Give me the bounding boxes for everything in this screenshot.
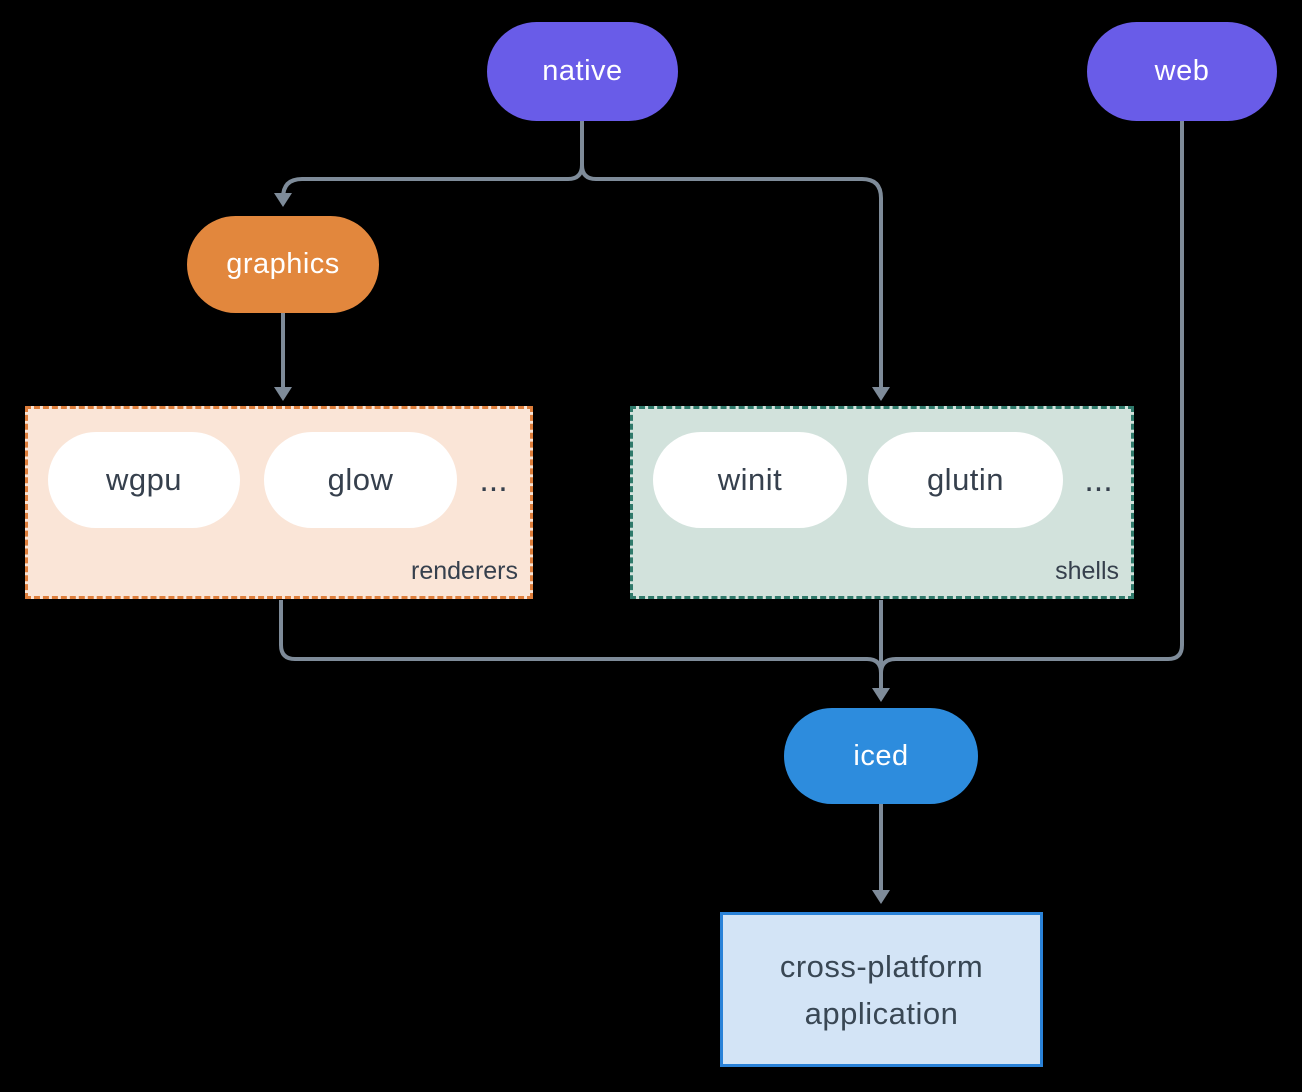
node-graphics: graphics <box>187 216 379 313</box>
node-native-label: native <box>542 55 623 87</box>
node-glutin-label: glutin <box>926 462 1005 497</box>
application-label-line2: application <box>804 995 959 1031</box>
group-renderers: wgpu glow ... renderers <box>25 406 533 599</box>
node-wgpu-label: wgpu <box>105 462 183 497</box>
node-winit-label: winit <box>717 462 783 497</box>
node-glutin: glutin <box>868 432 1063 528</box>
node-iced: iced <box>784 708 978 804</box>
group-shells: winit glutin ... shells <box>630 406 1134 599</box>
node-application: cross-platform application <box>720 912 1043 1067</box>
shells-group-label: shells <box>1055 557 1119 585</box>
edge-native-graphics <box>274 121 584 207</box>
edge-renderers-merge <box>279 600 883 674</box>
shells-ellipsis: ... <box>1084 460 1113 499</box>
node-web-label: web <box>1154 55 1210 87</box>
node-native: native <box>487 22 678 121</box>
renderers-ellipsis: ... <box>479 460 508 499</box>
application-label-line1: cross-platform <box>779 948 984 984</box>
node-wgpu: wgpu <box>48 432 240 528</box>
node-glow: glow <box>264 432 457 528</box>
node-glow-label: glow <box>327 462 394 497</box>
node-graphics-label: graphics <box>226 248 340 280</box>
edge-native-shells <box>580 121 890 401</box>
node-winit: winit <box>653 432 847 528</box>
node-web: web <box>1087 22 1277 121</box>
renderers-group-label: renderers <box>411 557 518 585</box>
node-iced-label: iced <box>853 739 909 772</box>
